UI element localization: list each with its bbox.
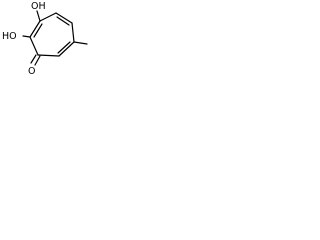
ring-bond-2-double (56, 16, 70, 26)
hydroxyl-top-label: OH (31, 1, 46, 12)
methyl-bond (73, 41, 88, 45)
ring-bond-1 (39, 12, 57, 22)
ring-bond-7-double (33, 23, 43, 38)
ring-bond-5 (37, 54, 60, 57)
carbonyl-bond (30, 54, 37, 64)
ring-bond-4 (58, 41, 75, 57)
ring-bond-3 (71, 22, 75, 43)
ring-bond-2 (55, 12, 73, 24)
ring-bond-4-double (57, 41, 71, 54)
hydroxyl-top-bond (36, 10, 41, 22)
carbonyl-bond-double (34, 55, 41, 66)
ring-bond-6 (29, 36, 39, 56)
ring-bond-7 (29, 20, 41, 38)
hydroxyl-left-bond (22, 35, 31, 38)
molecule-structure: OH HO O (2, 1, 88, 77)
hydroxyl-left-label: HO (2, 31, 17, 42)
carbonyl-oxygen-label: O (28, 66, 35, 77)
